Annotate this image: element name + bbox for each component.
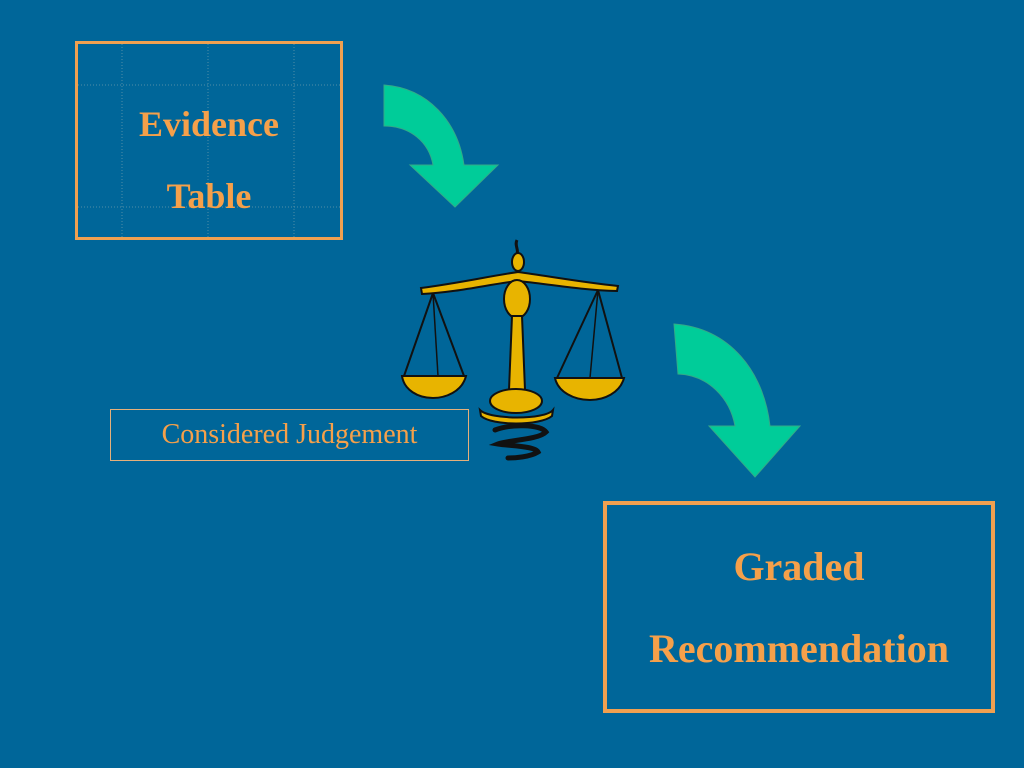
evidence-table-line2: Table <box>166 176 252 216</box>
curved-down-arrow-icon <box>383 84 500 208</box>
graded-recommendation-line1: Graded <box>733 544 865 589</box>
evidence-table-grid <box>78 44 340 237</box>
evidence-table-line1: Evidence <box>139 104 279 144</box>
curved-down-arrow-icon <box>673 323 802 478</box>
evidence-table-label: Evidence Table <box>78 88 340 232</box>
graded-recommendation-line2: Recommendation <box>649 626 949 671</box>
graded-recommendation-box: Graded Recommendation <box>603 501 995 713</box>
scales-of-justice-icon <box>400 239 626 461</box>
considered-judgement-label: Considered Judgement <box>110 409 469 461</box>
evidence-table-box: Evidence Table <box>75 41 343 240</box>
